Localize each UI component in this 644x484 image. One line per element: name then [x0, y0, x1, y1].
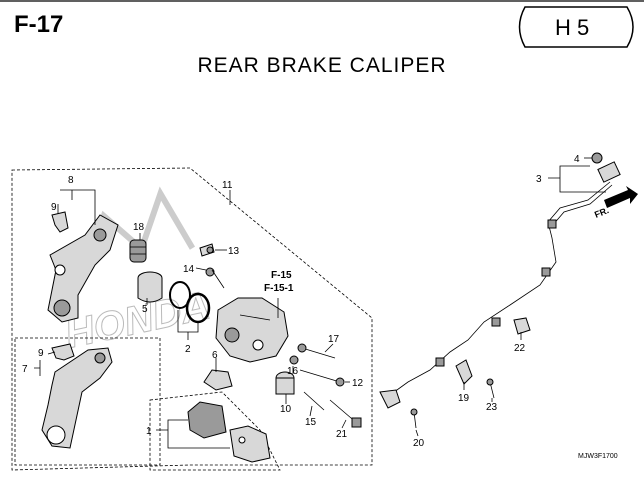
clamp-22	[513, 317, 531, 335]
bleeder-screw	[199, 243, 215, 257]
callout-10: 10	[280, 404, 292, 415]
bleeder-cap	[205, 267, 225, 289]
callout-15: 15	[305, 417, 317, 428]
pin-12	[299, 369, 345, 387]
callout-20: 20	[413, 438, 425, 449]
page-code: F-17	[14, 11, 63, 38]
collar	[275, 371, 295, 395]
stay-19	[455, 359, 473, 385]
drawing-code: MJW3F1700	[578, 453, 618, 460]
callout-9-lower: 9	[38, 348, 44, 359]
callout-18: 18	[133, 222, 145, 233]
caliper-body	[215, 297, 289, 363]
section-tag-frame	[518, 6, 634, 48]
pin-boot	[129, 239, 147, 263]
caliper-bracket-lower	[41, 347, 113, 449]
reference-f15-1: F-15-1	[264, 283, 294, 294]
callout-23: 23	[486, 402, 498, 413]
callout-6: 6	[212, 350, 218, 361]
callout-14: 14	[183, 264, 195, 275]
bolt-23	[486, 378, 495, 399]
section-tag: H 5	[555, 15, 589, 40]
brake-pad-inner	[187, 401, 227, 439]
front-direction-indicator: FR.	[593, 186, 638, 220]
pad-spring	[203, 369, 233, 391]
callout-17: 17	[328, 334, 340, 345]
grommet-4	[591, 152, 603, 164]
callout-12: 12	[352, 378, 364, 389]
front-arrow-icon	[604, 186, 638, 208]
brake-pad-outer	[229, 425, 271, 463]
callout-8: 8	[68, 175, 74, 186]
reference-f15: F-15	[271, 270, 292, 281]
piston	[137, 271, 163, 303]
bracket-inset-outline	[14, 337, 161, 466]
speed-sensor-harness	[389, 181, 613, 396]
callout-1: 1	[146, 426, 152, 437]
pin-15	[303, 391, 325, 411]
callout-19: 19	[458, 393, 470, 404]
callout-4: 4	[574, 154, 580, 165]
caliper-bracket-upper	[47, 214, 119, 323]
sensor-connector	[597, 161, 621, 183]
bolt-20	[410, 408, 418, 429]
callout-2: 2	[185, 344, 191, 355]
pad-spring-lower	[51, 343, 75, 361]
pad-spring-upper	[51, 211, 69, 233]
callout-5: 5	[142, 304, 148, 315]
boot-small	[289, 355, 299, 365]
callout-16: 16	[287, 366, 299, 377]
assembly-outline	[11, 167, 373, 471]
callout-11: 11	[222, 180, 233, 191]
diagram-title: REAR BRAKE CALIPER	[197, 54, 446, 77]
callout-9-upper: 9	[51, 202, 57, 213]
pin-17	[297, 343, 336, 359]
pad-inset-outline	[149, 391, 281, 471]
wheel-speed-sensor	[379, 389, 401, 409]
callout-3: 3	[536, 174, 542, 185]
callout-22: 22	[514, 343, 526, 354]
bolt-21	[329, 399, 362, 428]
leader-lines	[34, 157, 606, 449]
callout-21: 21	[336, 429, 348, 440]
callout-13: 13	[228, 246, 240, 257]
callout-7: 7	[22, 364, 28, 375]
